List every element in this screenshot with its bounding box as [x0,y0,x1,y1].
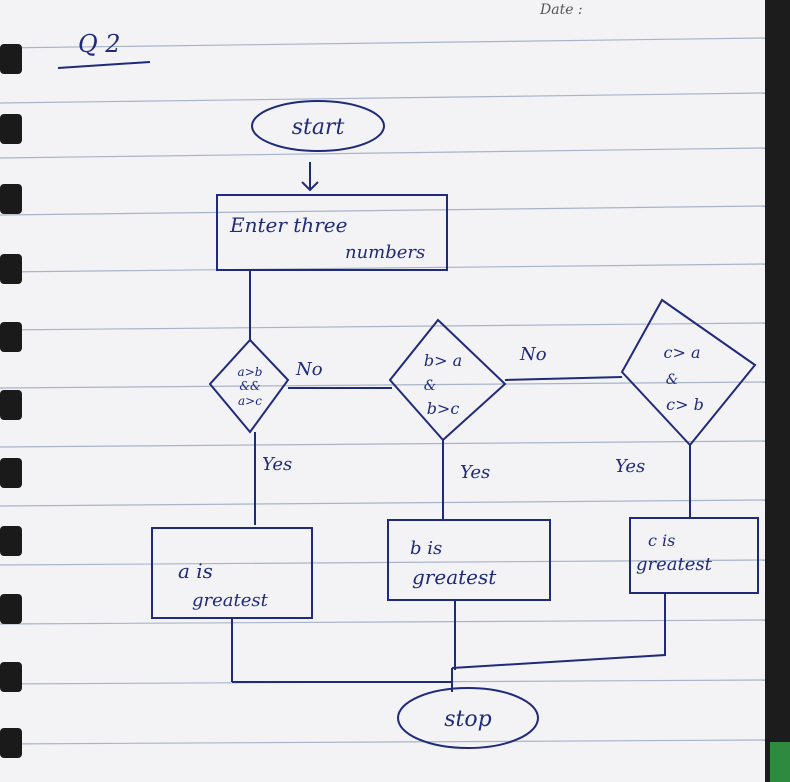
input-box [216,194,448,271]
start-terminal [251,100,385,152]
spiral-binding [0,44,22,758]
stop-label: stop [444,707,491,732]
output3-line1: c is [648,531,675,550]
stop-terminal [397,687,539,749]
yes-label-1: Yes [262,454,292,475]
question-label: Q 2 [78,30,121,58]
dark-edge [765,0,790,782]
input-text-line2: numbers [345,242,425,263]
green-corner [770,742,790,782]
output1-line2: greatest [192,590,269,611]
decision1-line1: a>b [238,365,263,379]
no-label-2: No [519,344,547,365]
arrow-head-1 [301,181,319,192]
output1-line1: a is [178,559,213,583]
paper-sheet [0,0,765,782]
no-label-1: No [295,359,323,380]
decision3-line1: c> a [664,343,701,362]
decision2-line2: & [424,378,436,394]
output2-line2: greatest [412,565,497,589]
decision1-line3: a>c [238,394,262,408]
connector-out3-down [451,593,666,669]
question-underline [57,61,151,69]
output3-box [629,517,759,594]
decision1-line2: && [239,379,261,393]
input-text-line1: Enter three [229,213,347,237]
ruled-lines [0,37,766,745]
start-label: start [292,115,345,140]
decision3-line3: c> b [666,395,704,414]
output2-box [387,519,551,601]
date-label: Date : [539,2,583,18]
yes-label-3: Yes [615,456,645,477]
decision2-line3: b>c [427,399,460,418]
decision1-diamond [208,338,290,434]
connector-no-2 [504,376,623,381]
output3-line2: greatest [636,554,713,575]
output2-line1: b is [410,538,442,559]
yes-label-2: Yes [460,462,490,483]
decision2-line1: b> a [424,351,462,370]
flowchart [151,100,759,749]
decision3-line2: & [666,372,678,388]
